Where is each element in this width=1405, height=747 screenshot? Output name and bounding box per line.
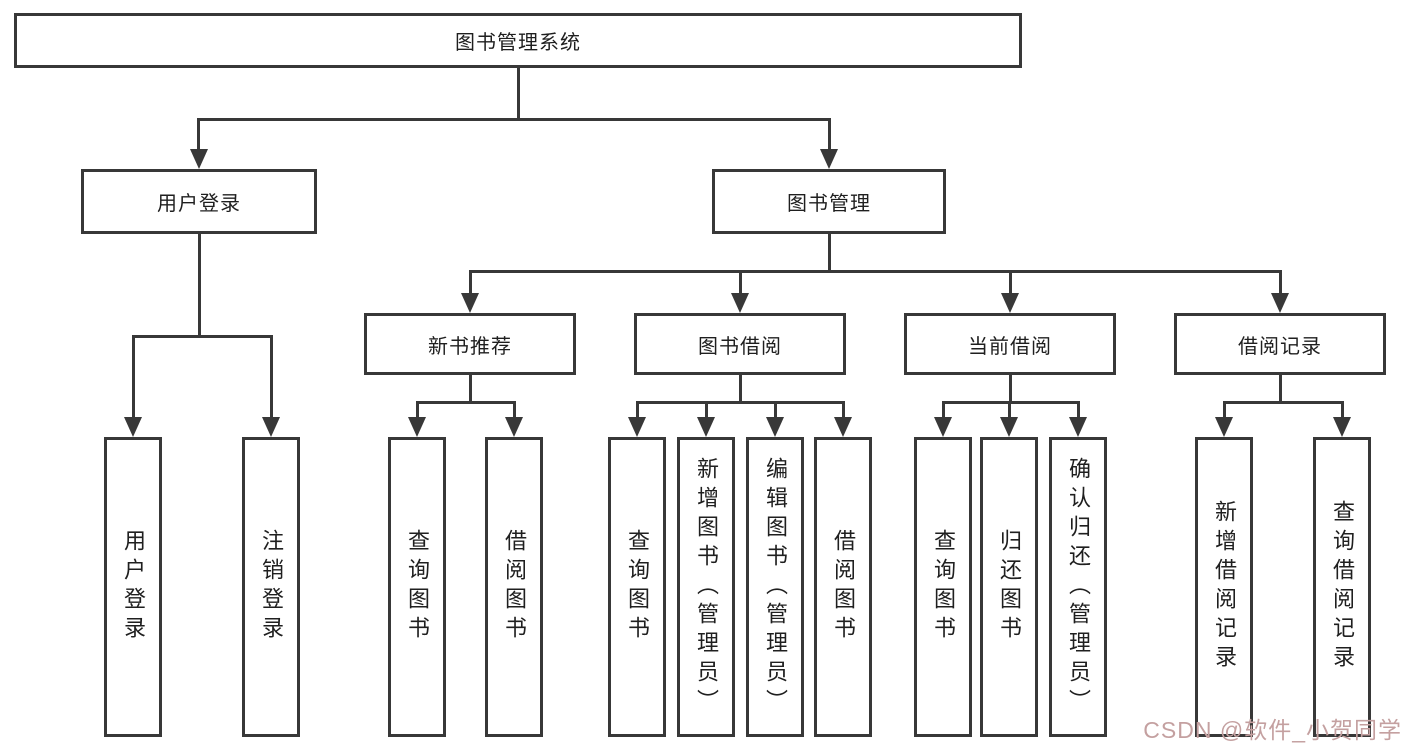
connector-current-borrow-split: [942, 401, 1080, 404]
connector-to-leaf: [1341, 401, 1344, 421]
connector-to-leaf: [842, 401, 845, 421]
connector-new-book-stem: [469, 375, 472, 404]
arrow-down-icon: [461, 293, 479, 313]
arrow-down-icon: [1271, 293, 1289, 313]
connector-book-management-stem: [828, 234, 831, 273]
connector-book-management-split: [469, 270, 1282, 273]
arrow-down-icon: [1001, 293, 1019, 313]
connector-to-leaf: [636, 401, 639, 421]
node-label: 借阅记录: [1238, 335, 1322, 358]
node-user-login: 用户登录: [81, 169, 317, 234]
arrow-down-icon: [766, 417, 784, 437]
leaf-borrow-book-recommend: 借阅图书: [485, 437, 543, 737]
connector-to-leaf: [705, 401, 708, 421]
arrow-down-icon: [697, 417, 715, 437]
node-label: 查询图书: [931, 529, 956, 645]
arrow-down-icon: [628, 417, 646, 437]
node-label: 图书管理系统: [455, 32, 581, 54]
leaf-edit-book-admin: 编辑图书（管理员）: [746, 437, 804, 737]
arrow-down-icon: [834, 417, 852, 437]
node-new-book-recommend: 新书推荐: [364, 313, 576, 375]
connector-to-current-borrow: [1009, 270, 1012, 296]
leaf-query-borrow-record: 查询借阅记录: [1313, 437, 1371, 737]
node-label: 借阅图书: [831, 529, 856, 645]
node-label: 图书管理: [787, 193, 871, 215]
connector-to-leaf: [942, 401, 945, 421]
node-label: 查询图书: [405, 529, 430, 645]
arrow-down-icon: [820, 149, 838, 169]
arrow-down-icon: [124, 417, 142, 437]
connector-to-borrow-record: [1279, 270, 1282, 296]
leaf-logout: 注销登录: [242, 437, 300, 737]
leaf-borrow-book: 借阅图书: [814, 437, 872, 737]
node-label: 新增借阅记录: [1212, 500, 1237, 674]
leaf-confirm-return-admin: 确认归还（管理员）: [1049, 437, 1107, 737]
connector-to-user-login: [197, 118, 200, 152]
node-label: 图书借阅: [698, 335, 782, 358]
arrow-down-icon: [1215, 417, 1233, 437]
connector-borrow-record-split: [1223, 401, 1344, 404]
connector-borrow-record-stem: [1279, 375, 1282, 404]
node-label: 借阅图书: [502, 529, 527, 645]
connector-to-new-book: [469, 270, 472, 296]
connector-to-book-management: [828, 118, 831, 152]
node-label: 当前借阅: [968, 335, 1052, 358]
node-book-management: 图书管理: [712, 169, 946, 234]
arrow-down-icon: [1000, 417, 1018, 437]
node-label: 用户登录: [157, 193, 241, 215]
arrow-down-icon: [731, 293, 749, 313]
node-label: 归还图书: [997, 529, 1022, 645]
leaf-query-book-recommend: 查询图书: [388, 437, 446, 737]
connector-book-borrow-stem: [739, 375, 742, 404]
node-label: 新书推荐: [428, 335, 512, 358]
connector-to-book-borrow: [739, 270, 742, 296]
arrow-down-icon: [1333, 417, 1351, 437]
arrow-down-icon: [934, 417, 952, 437]
leaf-user-login: 用户登录: [104, 437, 162, 737]
connector-to-leaf: [416, 401, 419, 421]
connector-to-leaf: [513, 401, 516, 421]
arrow-down-icon: [190, 149, 208, 169]
arrow-down-icon: [505, 417, 523, 437]
csdn-watermark: CSDN @软件_小贺同学: [1143, 717, 1402, 743]
connector-current-borrow-stem: [1009, 375, 1012, 404]
connector-new-book-split: [416, 401, 516, 404]
connector-root-split: [197, 118, 831, 121]
arrow-down-icon: [262, 417, 280, 437]
node-label: 注销登录: [259, 529, 284, 645]
node-label: 查询图书: [625, 529, 650, 645]
leaf-query-book-borrow: 查询图书: [608, 437, 666, 737]
node-label: 用户登录: [121, 529, 146, 645]
connector-to-leaf: [270, 335, 273, 421]
node-current-borrow: 当前借阅: [904, 313, 1116, 375]
connector-to-leaf: [774, 401, 777, 421]
node-label: 新增图书（管理员）: [694, 456, 719, 718]
leaf-query-book-current: 查询图书: [914, 437, 972, 737]
leaf-return-book: 归还图书: [980, 437, 1038, 737]
node-library-management-system: 图书管理系统: [14, 13, 1022, 68]
connector-root-stem: [517, 68, 520, 121]
node-label: 编辑图书（管理员）: [763, 456, 788, 718]
node-label: 查询借阅记录: [1330, 500, 1355, 674]
connector-book-borrow-split: [636, 401, 845, 404]
connector-user-login-stem: [198, 234, 201, 338]
connector-to-leaf: [1077, 401, 1080, 421]
node-borrow-record: 借阅记录: [1174, 313, 1386, 375]
connector-to-leaf: [1008, 401, 1011, 421]
arrow-down-icon: [408, 417, 426, 437]
connector-to-leaf: [1223, 401, 1226, 421]
leaf-add-borrow-record: 新增借阅记录: [1195, 437, 1253, 737]
leaf-add-book-admin: 新增图书（管理员）: [677, 437, 735, 737]
node-book-borrow: 图书借阅: [634, 313, 846, 375]
connector-to-leaf: [132, 335, 135, 421]
connector-user-login-split: [132, 335, 273, 338]
arrow-down-icon: [1069, 417, 1087, 437]
node-label: 确认归还（管理员）: [1066, 456, 1091, 718]
